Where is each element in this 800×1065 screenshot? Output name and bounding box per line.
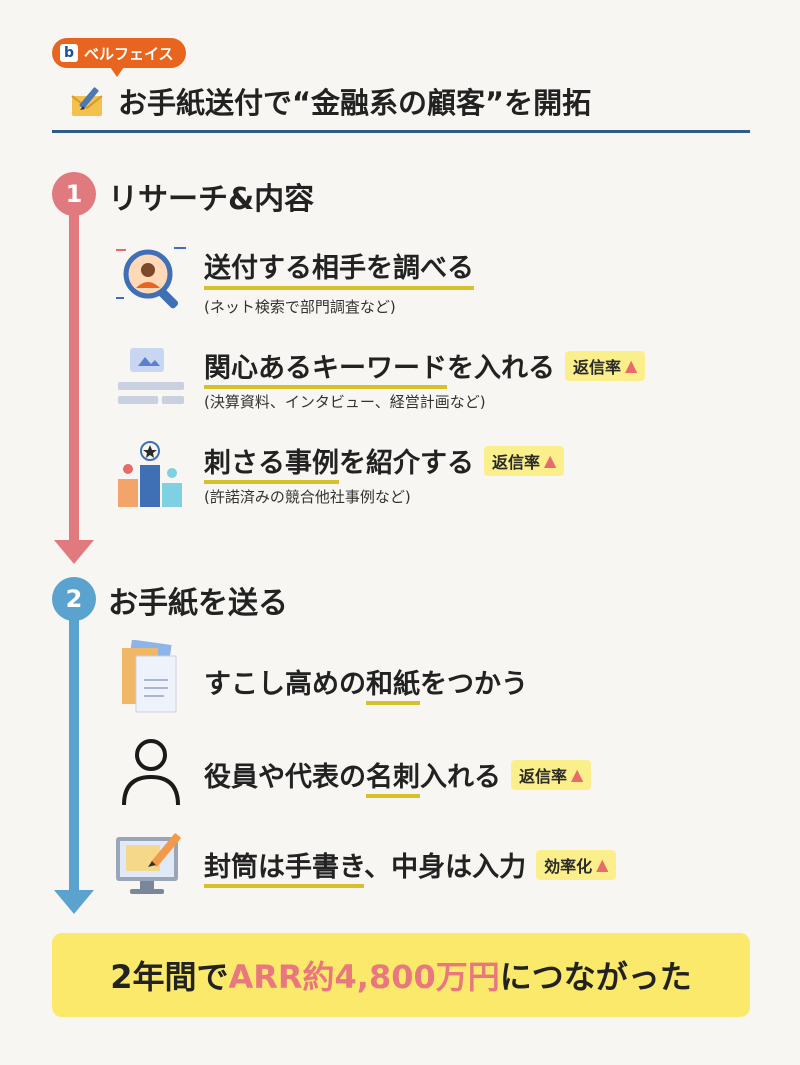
brand-name: ベルフェイス xyxy=(84,44,174,63)
item-sub-text: (決算資料、インタビュー、経営計画など) xyxy=(204,393,486,411)
step-title-1: リサーチ&内容 xyxy=(108,182,315,217)
arrow-up-icon: ▲ xyxy=(596,855,609,874)
computer-pencil-icon xyxy=(116,833,181,894)
item-main-underlined: 関心あるキーワード xyxy=(204,353,447,389)
timeline-line-step2 xyxy=(69,615,79,900)
letter-pencil-icon xyxy=(71,87,103,116)
reply-rate-badge: 返信率 ▲ xyxy=(484,445,565,476)
item-main-rest: 、中身は入力 xyxy=(364,852,527,883)
arrow-up-icon: ▲ xyxy=(571,765,584,784)
efficiency-badge: 効率化 ▲ xyxy=(536,849,617,880)
arrow-up-icon: ▲ xyxy=(625,356,638,375)
item-main-underlined: 刺さる事例 xyxy=(204,448,339,484)
magnifier-person-icon xyxy=(116,247,186,309)
page-title: お手紙送付で“金融系の顧客”を開拓 xyxy=(118,86,592,120)
item-main-rest: をつかう xyxy=(420,669,528,700)
item-main-rest: を入れる xyxy=(447,353,555,384)
reply-rate-badge: 返信率 ▲ xyxy=(511,759,592,790)
item-main-pre: すこし高めの xyxy=(204,669,366,700)
timeline-arrow-step2 xyxy=(54,890,94,914)
item-main-underlined: 和紙 xyxy=(366,669,420,705)
brand-logo-icon: b xyxy=(60,44,78,62)
item-main-rest: 入れる xyxy=(420,762,501,793)
item-main-underlined: 封筒は手書き xyxy=(204,852,365,888)
reply-rate-badge: 返信率 ▲ xyxy=(565,350,646,381)
podium-ranking-icon xyxy=(118,441,182,507)
brand-badge: b ベルフェイス xyxy=(52,38,186,77)
arrow-up-icon: ▲ xyxy=(544,451,557,470)
step-number-1: 1 xyxy=(52,172,96,216)
item-main-rest: を紹介する xyxy=(339,448,474,479)
person-outline-icon xyxy=(122,739,180,806)
item-sub-text: (ネット検索で部門調査など) xyxy=(204,298,396,316)
step-title-2: お手紙を送る xyxy=(108,586,288,621)
step-number-2: 2 xyxy=(52,577,96,621)
item-sub-text: (許諾済みの競合他社事例など) xyxy=(204,488,411,506)
result-highlight: ARR約4,800万円 xyxy=(228,958,500,996)
result-post: につながった xyxy=(499,958,692,996)
title-divider xyxy=(52,130,750,133)
result-pre: 2年間で xyxy=(110,958,229,996)
timeline-arrow-step1 xyxy=(54,540,94,564)
timeline-line-step1 xyxy=(69,206,79,546)
item-main-pre: 役員や代表の xyxy=(204,762,366,793)
item-main-underlined: 名刺 xyxy=(366,762,420,798)
title-row: お手紙送付で“金融系の顧客”を開拓 xyxy=(70,80,591,122)
slides-presentation-icon xyxy=(118,348,184,404)
paper-documents-icon xyxy=(122,640,177,713)
item-main-text: 送付する相手を調べる xyxy=(204,246,474,290)
